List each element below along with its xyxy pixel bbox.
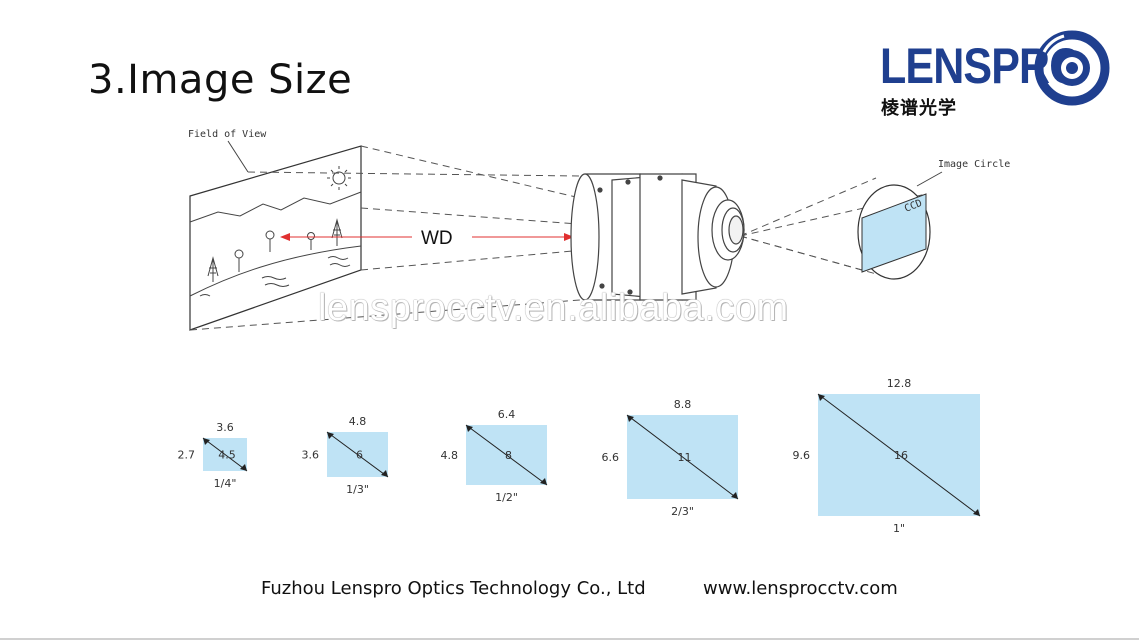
footer-url: www.lensprocctv.com <box>703 578 898 599</box>
slide-title: 3.Image Size <box>88 57 353 103</box>
sensor-diagonal-label: 6 <box>356 449 363 462</box>
flower-icon <box>265 230 275 252</box>
tree-icon <box>207 256 219 282</box>
sensor-diagonal <box>817 393 981 517</box>
sensor-format: 8.8 6.6 11 2/3" <box>602 398 739 518</box>
sensor-diagonal <box>202 437 248 472</box>
diagonal-arrowhead <box>818 394 825 401</box>
sensor-format-label: 1" <box>893 522 905 535</box>
sensor-diagonal <box>326 431 389 478</box>
sensor-format: 3.6 2.7 4.5 1/4" <box>178 421 248 490</box>
sensor-format-label: 1/2" <box>495 491 518 504</box>
tree-icon <box>331 218 343 246</box>
sensor-diagonal <box>626 414 739 500</box>
sensor-format: 12.8 9.6 16 1" <box>793 377 981 535</box>
diagonal-arrowhead <box>381 470 388 477</box>
sensor-diagonal-label: 8 <box>505 449 512 462</box>
diagonal-arrowhead <box>540 478 547 485</box>
diagonal-arrowhead <box>240 464 247 471</box>
ccd-sensor <box>861 193 927 273</box>
sensor-diagonal <box>465 424 548 486</box>
lenspro-logo: LENSPRO 棱谱光学 <box>878 26 1118 126</box>
lens-icon <box>570 173 745 301</box>
sensor-diagonal-label: 11 <box>678 451 692 464</box>
sensor-format: 6.4 4.8 8 1/2" <box>441 408 548 504</box>
flower-icon <box>234 249 244 272</box>
field-of-view-pointer <box>227 140 249 173</box>
sensor-format-label: 1/4" <box>214 477 237 490</box>
wd-label: WD <box>421 228 453 249</box>
sensor-width-label: 6.4 <box>498 408 516 421</box>
sensor-width-label: 4.8 <box>349 415 367 428</box>
diagonal-arrowhead <box>627 415 634 422</box>
sensor-height-label: 9.6 <box>793 449 811 462</box>
sun-icon <box>327 166 351 190</box>
sensor-format: 4.8 3.6 6 1/3" <box>302 415 389 496</box>
image-circle-label: Image Circle <box>938 159 1010 170</box>
field-of-view-label: Field of View <box>188 129 267 140</box>
bottom-divider <box>0 638 1139 640</box>
lens-ring-icon <box>1034 30 1110 106</box>
image-circle-pointer <box>916 171 943 187</box>
sensor-format-label: 1/3" <box>346 483 369 496</box>
diagonal-arrowhead <box>731 492 738 499</box>
sensor-formats: 3.6 2.7 4.5 1/4" 4.8 3.6 6 1/3" 6.4 4.8 8 1/2" 8.8 6.… <box>178 377 981 535</box>
sensor-width-label: 8.8 <box>674 398 692 411</box>
footer-company: Fuzhou Lenspro Optics Technology Co., Lt… <box>261 578 646 599</box>
sensor-diagonal-label: 16 <box>894 449 908 462</box>
diagonal-arrowhead <box>973 509 980 516</box>
diagonal-arrowhead <box>466 425 473 432</box>
diagonal-arrowhead <box>327 432 334 439</box>
sensor-format-label: 2/3" <box>671 505 694 518</box>
mountain-line <box>189 191 362 223</box>
sensor-height-label: 2.7 <box>178 449 196 462</box>
wd-arrow <box>280 233 574 241</box>
sensor-height-label: 4.8 <box>441 449 459 462</box>
sensor-diagonal-label: 4.5 <box>218 449 236 462</box>
flower-icon <box>307 232 315 250</box>
ground-line <box>189 245 362 297</box>
sensor-height-label: 6.6 <box>602 451 620 464</box>
sensor-width-label: 3.6 <box>216 421 234 434</box>
ground-hatching <box>199 256 351 297</box>
sensor-width-label: 12.8 <box>887 377 912 390</box>
logo-chinese-text: 棱谱光学 <box>881 98 957 119</box>
sensor-height-label: 3.6 <box>302 449 320 462</box>
diagonal-arrowhead <box>203 438 210 445</box>
watermark: lensprocctv.en.alibaba.com <box>318 287 789 329</box>
